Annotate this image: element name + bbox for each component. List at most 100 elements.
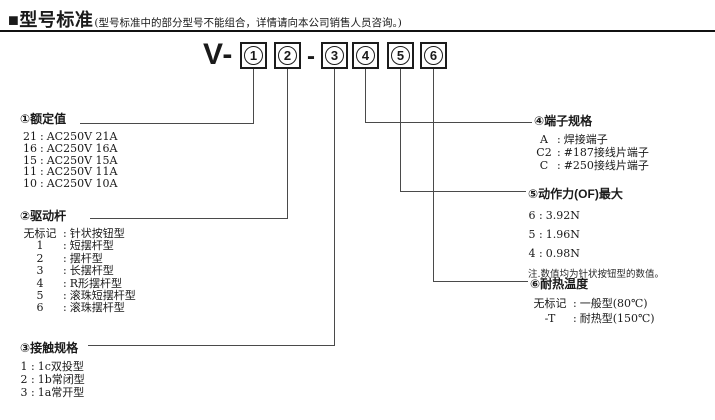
section-operating-force: ⑤动作力(OF)最大 6 : 3.92N 5 : 1.96N 4 : 0.98N…: [528, 185, 664, 280]
colon: :: [40, 165, 44, 179]
spec-row: 4 : R形摆杆型: [20, 276, 136, 290]
spec-value: 1b常闭型: [37, 373, 85, 386]
connector-horizontal-5: [400, 191, 526, 192]
spec-row: 3 : 1a常开型: [20, 386, 85, 399]
colon: :: [31, 386, 35, 399]
colon: :: [539, 247, 543, 260]
colon: :: [573, 312, 577, 325]
circled-digit-5: 5: [391, 46, 410, 65]
section-contact-spec: ③接触规格 1 : 1c双投型 2 : 1b常闭型 3 : 1a常开型: [20, 339, 85, 399]
spec-key: 11: [23, 165, 37, 179]
spec-key: 5: [528, 228, 536, 241]
colon: :: [63, 276, 67, 290]
spec-key: 2: [20, 373, 28, 386]
spec-key: 2: [36, 251, 44, 265]
connector-horizontal-1: [80, 123, 254, 124]
spec-key: 5: [36, 289, 44, 303]
spec-key: 3: [20, 386, 28, 399]
spec-value: 耐热型(150℃): [579, 312, 655, 325]
spec-row: C : #250接线片端子: [534, 159, 649, 172]
spec-row: 11 : AC250V 11A: [20, 166, 117, 178]
spec-value: 长摆杆型: [69, 264, 114, 278]
colon: :: [63, 251, 67, 265]
colon: :: [40, 153, 44, 167]
section-title: ④端子规格: [534, 114, 593, 128]
spec-value: 焊接端子: [563, 133, 608, 146]
connector-horizontal-6: [433, 281, 528, 282]
colon: :: [557, 133, 561, 146]
header-divider: [0, 30, 715, 32]
spec-value: #187接线片端子: [563, 146, 649, 159]
spec-key: 10: [23, 177, 37, 191]
spec-row: 3 : 长摆杆型: [20, 264, 136, 278]
spec-key: 16: [23, 141, 37, 155]
spec-row: 无标记 : 一般型(80℃): [530, 296, 655, 311]
colon: :: [63, 227, 67, 240]
code-position-box-4: 4: [352, 42, 379, 69]
colon: :: [539, 209, 543, 222]
colon: :: [40, 141, 44, 155]
page-header: ■型号标准(型号标准中的部分型号不能组合，详情请向本公司销售人员咨询。): [8, 6, 708, 32]
code-position-box-5: 5: [387, 42, 414, 69]
spec-value: #250接线片端子: [563, 159, 649, 172]
spec-value: 摆杆型: [69, 251, 103, 265]
spec-key: -T: [544, 312, 556, 325]
operating-force-note: 注.数值均为针状按钮型的数值。: [528, 269, 665, 280]
spec-value: 针状按钮型: [69, 227, 125, 240]
colon: :: [40, 130, 44, 143]
code-position-box-1: 1: [240, 42, 267, 69]
colon: :: [539, 228, 543, 241]
spec-row: 16 : AC250V 16A: [20, 141, 117, 155]
spec-value: R形摆杆型: [69, 276, 123, 290]
model-prefix: V-: [203, 38, 234, 71]
spec-value: 滚珠摆杆型: [69, 301, 125, 315]
colon: :: [63, 289, 67, 303]
spec-value: 短摆杆型: [69, 239, 114, 253]
circled-digit-3: 3: [325, 46, 344, 65]
circled-digit-1: 1: [244, 46, 263, 65]
code-position-box-6: 6: [420, 42, 447, 69]
section-title: ②驱动杆: [20, 209, 67, 223]
spec-key: 6: [36, 301, 44, 315]
spec-value: 0.98N: [545, 247, 580, 260]
section-actuator: ②驱动杆 无标记 : 针状按钮型 1 : 短摆杆型 2 : 摆杆型 3 : 长摆…: [20, 207, 136, 315]
spec-value: AC250V 11A: [46, 165, 118, 179]
spec-key: 6: [528, 209, 536, 222]
spec-key: A: [540, 133, 548, 146]
spec-key: 无标记: [23, 227, 57, 240]
spec-row: C2 : #187接线片端子: [534, 146, 649, 159]
spec-row: 2 : 1b常闭型: [20, 373, 85, 386]
connector-vertical-6: [433, 69, 434, 281]
colon: :: [31, 373, 35, 386]
section-terminal-spec: ④端子规格 A : 焊接端子 C2 : #187接线片端子 C : #250接线…: [534, 112, 649, 172]
page-title: ■型号标准: [8, 10, 94, 30]
colon: :: [63, 301, 67, 315]
section-title: ⑤动作力(OF)最大: [528, 187, 623, 201]
spec-value: AC250V 21A: [46, 130, 118, 143]
connector-vertical-4: [365, 69, 366, 122]
connector-horizontal-3: [88, 345, 335, 346]
connector-vertical-3: [334, 69, 335, 345]
spec-row: 6 : 3.92N: [528, 206, 664, 225]
section-heat-resistance: ⑥耐热温度 无标记 : 一般型(80℃) -T : 耐热型(150℃): [530, 275, 655, 326]
spec-value: 1a常开型: [37, 386, 85, 399]
spec-key: C2: [536, 146, 552, 159]
spec-row: 5 : 滚珠短摆杆型: [20, 289, 136, 303]
section-title: ⑥耐热温度: [530, 277, 589, 291]
spec-row: 1 : 1c双投型: [20, 360, 85, 373]
spec-row: 6 : 滚珠摆杆型: [20, 301, 136, 315]
connector-vertical-2: [287, 69, 288, 218]
spec-key: 3: [36, 264, 44, 278]
spec-row: 2 : 摆杆型: [20, 251, 136, 265]
colon: :: [63, 239, 67, 253]
spec-value: 1c双投型: [37, 360, 84, 373]
spec-key: 1: [20, 360, 28, 373]
connector-vertical-1: [253, 69, 254, 123]
spec-value: 滚珠短摆杆型: [69, 289, 136, 303]
spec-value: 1.96N: [545, 228, 580, 241]
spec-row: 无标记 : 针状按钮型: [20, 227, 136, 240]
circled-digit-4: 4: [356, 46, 375, 65]
spec-row: 1 : 短摆杆型: [20, 239, 136, 253]
spec-value: 一般型(80℃): [579, 297, 648, 310]
